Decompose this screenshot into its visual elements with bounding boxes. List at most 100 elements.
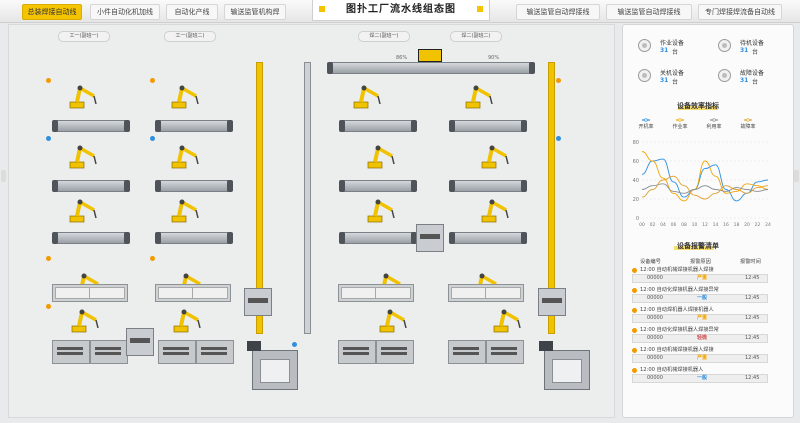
robot-arm-icon[interactable] — [350, 80, 384, 110]
scroll-right-arrow[interactable] — [794, 170, 799, 182]
alarm-bullet-icon — [632, 288, 637, 293]
alarm-time: 12:45 — [745, 335, 760, 341]
x-tick-label: 14 — [713, 222, 719, 228]
alarm-bullet-icon — [632, 328, 637, 333]
silo-right — [416, 224, 444, 252]
status-dot-orange — [46, 256, 51, 261]
conveyor-r4 — [449, 180, 527, 192]
legend-marker — [712, 118, 716, 122]
conveyor-r3 — [339, 180, 417, 192]
legend-marker — [644, 118, 648, 122]
conveyor-r1 — [339, 120, 417, 132]
robot-arm-icon[interactable] — [66, 194, 100, 224]
y-tick-label: 60 — [633, 159, 639, 165]
running-device-icon — [638, 39, 651, 52]
conveyor-l6 — [155, 232, 233, 244]
table-header-code: 设备编号 — [640, 259, 661, 265]
conveyor-r2 — [449, 120, 527, 132]
bin-r1 — [338, 340, 376, 364]
x-tick-label: 20 — [744, 222, 750, 228]
robot-arm-icon[interactable] — [478, 140, 512, 170]
robot-arm-icon[interactable] — [478, 194, 512, 224]
robot-arm-icon[interactable] — [66, 140, 100, 170]
bin-r2 — [376, 340, 414, 364]
robot-arm-icon[interactable] — [376, 304, 410, 334]
tab-line-4[interactable]: 输送监管机构焊 — [224, 4, 286, 20]
robot-arm-icon[interactable] — [462, 80, 496, 110]
alarm-title: 设备报警清单 — [677, 242, 719, 250]
robot-arm-icon[interactable] — [66, 80, 100, 110]
robot-arm-icon[interactable] — [68, 304, 102, 334]
tab-line-2[interactable]: 小件自动化机加线 — [90, 4, 160, 20]
station-l1 — [52, 284, 128, 302]
vertical-rail-left — [256, 62, 263, 334]
tab-line-1[interactable]: 总装焊接自动线 — [22, 4, 82, 20]
tab-line-6[interactable]: 输送监管自动焊接线 — [606, 4, 692, 20]
robot-arm-icon[interactable] — [168, 194, 202, 224]
standby-device-icon — [718, 39, 731, 52]
legend-label: 故障率 — [740, 123, 755, 130]
conveyor-l4 — [155, 180, 233, 192]
device-value-3: 31 — [660, 77, 669, 84]
robot-arm-icon[interactable] — [364, 194, 398, 224]
alarm-code: 00000 — [647, 295, 663, 301]
alarm-time: 12:45 — [745, 375, 760, 381]
section-highlight — [678, 106, 718, 110]
x-tick-label: 08 — [681, 222, 687, 228]
series-line — [641, 158, 769, 202]
conveyor-l5 — [52, 232, 130, 244]
machine-right[interactable] — [539, 341, 590, 390]
agv-cart[interactable] — [418, 49, 442, 62]
robot-arm-icon[interactable] — [168, 140, 202, 170]
scroll-left-arrow[interactable] — [1, 170, 6, 182]
conveyor-l1 — [52, 120, 130, 132]
silo-mid-right — [538, 288, 566, 316]
status-dot-orange — [150, 78, 155, 83]
robot-arm-icon[interactable] — [168, 80, 202, 110]
vertical-rail-right — [548, 62, 555, 334]
alarm-text: 12:00 自动化焊接机器人焊接异常 — [640, 327, 719, 333]
x-tick-label: 00 — [639, 222, 645, 228]
legend-label: 作业率 — [672, 123, 687, 130]
machine-left[interactable] — [247, 341, 298, 390]
status-dot-orange — [46, 304, 51, 309]
y-tick-label: 0 — [636, 216, 639, 222]
alarm-time: 12:45 — [745, 315, 760, 321]
status-dot-orange — [556, 78, 561, 83]
bin-r4 — [486, 340, 524, 364]
robot-arm-icon[interactable] — [170, 304, 204, 334]
tab-line-5[interactable]: 输送监管自动焊接线 — [516, 4, 600, 20]
x-tick-label: 18 — [734, 222, 740, 228]
alarm-level: 严重 — [697, 355, 708, 361]
device-unit-2: 台 — [752, 49, 759, 56]
silo-mid-left — [244, 288, 272, 316]
alarm-text: 12:00 自动机械焊接机器人 — [640, 367, 704, 373]
alarm-bullet-icon — [632, 368, 637, 373]
alarm-level: 严重 — [697, 315, 708, 321]
tab-line-3[interactable]: 自动化产线 — [166, 4, 218, 20]
conveyor-percent-b: 90% — [488, 55, 500, 61]
bin-l2 — [90, 340, 128, 364]
area-label-4: 焊二(副班二) — [450, 31, 502, 42]
alarm-code: 00000 — [647, 335, 663, 341]
alarm-time: 12:45 — [745, 295, 760, 301]
alarm-text: 12:00 自动机械焊接机器人焊接 — [640, 267, 714, 273]
station-l2 — [155, 284, 231, 302]
conveyor-l2 — [155, 120, 233, 132]
station-r1 — [338, 284, 414, 302]
info-panel — [622, 24, 794, 418]
bin-l1 — [52, 340, 90, 364]
status-dot-orange — [46, 78, 51, 83]
robot-arm-icon[interactable] — [364, 140, 398, 170]
robot-arm-icon[interactable] — [490, 304, 524, 334]
tab-line-7[interactable]: 专门焊接焊流备自动线 — [698, 4, 782, 20]
series-line — [641, 183, 769, 194]
series-line — [641, 151, 769, 202]
x-tick-label: 12 — [702, 222, 708, 228]
